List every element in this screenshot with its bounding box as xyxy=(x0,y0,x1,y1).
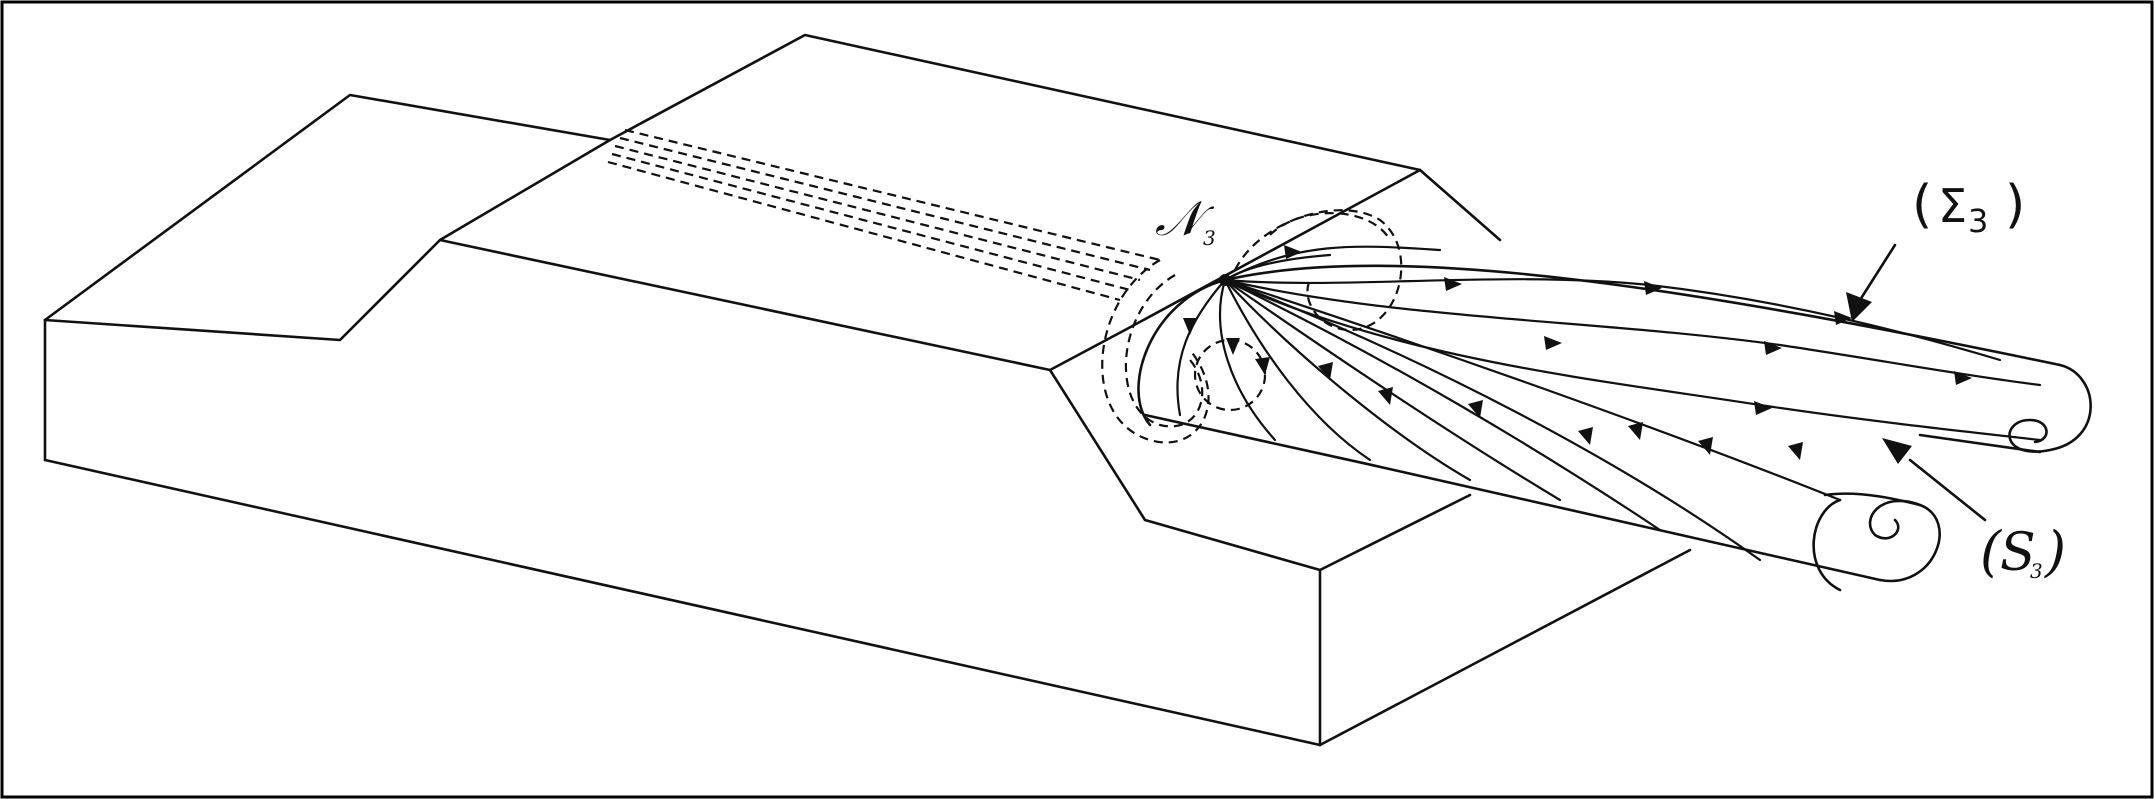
sigma-subscript: 3 xyxy=(1968,202,1988,240)
sigma-symbol: Σ xyxy=(1938,179,1967,233)
label-separation-surface: ( Σ 3 ) xyxy=(1912,175,2025,240)
label-leaders xyxy=(1846,245,1985,520)
label-separation-line: ( S 3 ) xyxy=(1980,520,2066,583)
body-outline xyxy=(45,35,1690,745)
sigma-close-paren: ) xyxy=(2005,175,2025,235)
critical-node-point xyxy=(1219,274,1231,286)
label-critical-point: 𝒩 3 xyxy=(1155,191,1216,250)
s-subscript: 3 xyxy=(2030,559,2043,583)
streamlines xyxy=(1177,247,2040,560)
dashed-skin-lines xyxy=(608,130,1160,300)
critical-point-subscript: 3 xyxy=(1203,226,1216,250)
streamline-arrows xyxy=(1183,245,1972,460)
vortex-sheet xyxy=(1139,266,2091,590)
sigma-open-paren: ( xyxy=(1912,175,1932,235)
s-close-paren: ) xyxy=(2044,520,2066,583)
